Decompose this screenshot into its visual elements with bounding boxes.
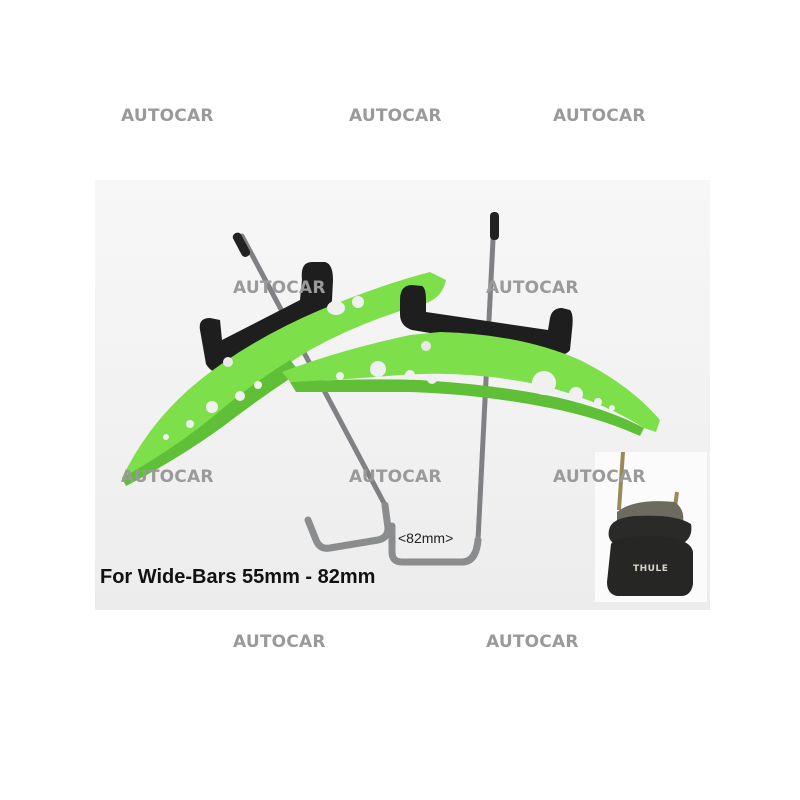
right-black-clamp bbox=[400, 285, 573, 355]
dimension-label: <82mm> bbox=[398, 530, 454, 546]
watermark: AUTOCAR bbox=[121, 467, 214, 487]
left-green-bracket bbox=[122, 272, 446, 486]
watermark: AUTOCAR bbox=[349, 467, 442, 487]
watermark: AUTOCAR bbox=[553, 106, 646, 126]
thule-foot-inset bbox=[595, 451, 707, 602]
watermark: AUTOCAR bbox=[233, 278, 326, 298]
thule-brand-label: THULE bbox=[633, 564, 669, 574]
right-green-bracket bbox=[282, 332, 660, 436]
watermark: AUTOCAR bbox=[349, 106, 442, 126]
watermark: AUTOCAR bbox=[553, 467, 646, 487]
watermark: AUTOCAR bbox=[486, 278, 579, 298]
product-caption: For Wide-Bars 55mm - 82mm bbox=[100, 566, 376, 588]
thule-foot-image bbox=[607, 451, 693, 596]
watermark: AUTOCAR bbox=[233, 632, 326, 652]
right-hook-rod bbox=[388, 212, 499, 566]
watermark: AUTOCAR bbox=[486, 632, 579, 652]
left-black-clamp bbox=[199, 262, 333, 373]
watermark: AUTOCAR bbox=[121, 106, 214, 126]
